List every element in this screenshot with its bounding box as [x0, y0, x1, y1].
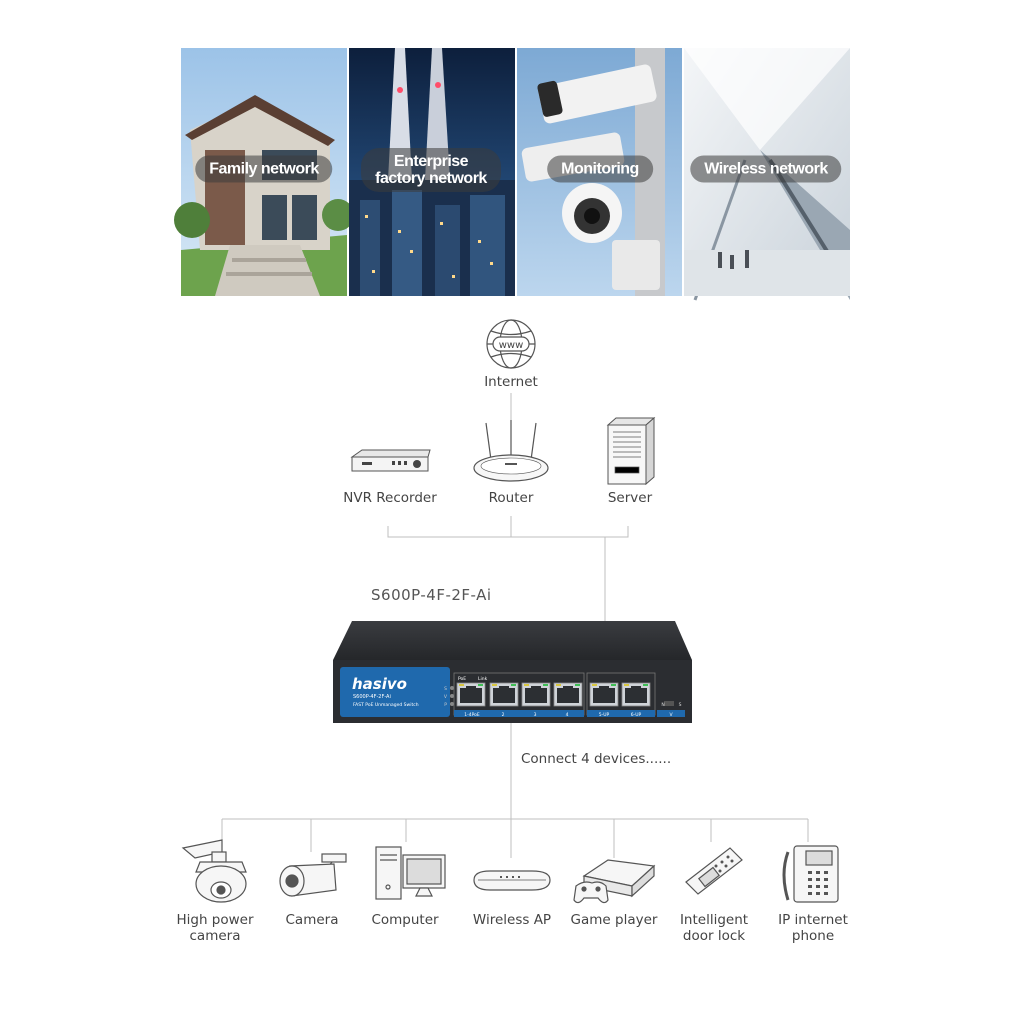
rj45-port-4: [553, 682, 583, 707]
door-lock-label: Intelligent door lock: [679, 912, 749, 944]
ip-phone-icon: [782, 845, 839, 903]
dip-label-s: S: [679, 702, 682, 708]
internet-label: Internet: [484, 374, 538, 390]
rj45-port-1: [456, 682, 486, 707]
port-label-5: 5-UP: [599, 712, 610, 718]
scene-label-enterprise: Enterprise factory network: [361, 148, 501, 192]
scene-label-wireless: Wireless network: [690, 155, 842, 183]
port-label-6: 6-UP: [631, 712, 642, 718]
dip-label-v: V: [669, 712, 673, 718]
globe-icon: [486, 319, 536, 369]
led-label-S: S: [444, 686, 447, 692]
nvr-recorder-icon: [350, 449, 431, 472]
port-label-3: 3: [534, 712, 537, 718]
poe-switch: [333, 621, 692, 723]
port-label-4: 4: [566, 712, 569, 718]
bullet-camera-icon: [279, 853, 347, 897]
rj45-port-5: [589, 682, 619, 707]
ip-phone-label: IP internet phone: [778, 912, 848, 944]
server-label: Server: [607, 490, 653, 506]
scene-wireless-network: [684, 48, 850, 301]
plate-model-text: S600P-4F-2F-Ai: [353, 694, 391, 700]
poe-label: PoE: [458, 676, 466, 682]
door-lock-icon: [685, 847, 743, 895]
led-label-P: P: [444, 702, 447, 708]
dip-label-n: N: [661, 702, 664, 708]
game-player-label: Game player: [570, 912, 658, 928]
globe-icon-text: www: [499, 340, 524, 351]
connect-devices-text: Connect 4 devices......: [521, 751, 672, 767]
computer-icon: [375, 846, 446, 900]
brand-plate: [340, 667, 450, 717]
led-label-V: V: [444, 694, 448, 700]
high-power-camera-label: High power camera: [176, 912, 254, 944]
server-icon: [606, 416, 656, 486]
nvr-recorder-label: NVR Recorder: [343, 490, 437, 506]
wireless-ap-label: Wireless AP: [472, 912, 552, 928]
router-icon: [473, 420, 549, 482]
plate-desc-text: FAST PoE Unmanaged Switch: [353, 702, 419, 708]
switch-brand-logo: hasivo: [352, 675, 407, 693]
router-label: Router: [488, 490, 534, 506]
switch-model-label: S600P-4F-2F-Ai: [371, 586, 492, 604]
game-console-icon: [573, 859, 656, 904]
ptz-camera-icon: [181, 839, 247, 903]
computer-label: Computer: [371, 912, 439, 928]
rj45-port-6: [621, 682, 651, 707]
rj45-port-3: [521, 682, 551, 707]
scene-label-family: Family network: [195, 155, 333, 183]
port-label-2: 2: [502, 712, 505, 718]
port-label-1: 1-4PoE: [464, 712, 480, 718]
wireless-ap-icon: [473, 870, 551, 891]
rj45-port-2: [489, 682, 519, 707]
scene-label-monitoring: Monitoring: [547, 155, 653, 183]
camera-label: Camera: [285, 912, 339, 928]
link-label: Link: [478, 676, 488, 682]
status-leds: [450, 686, 454, 706]
